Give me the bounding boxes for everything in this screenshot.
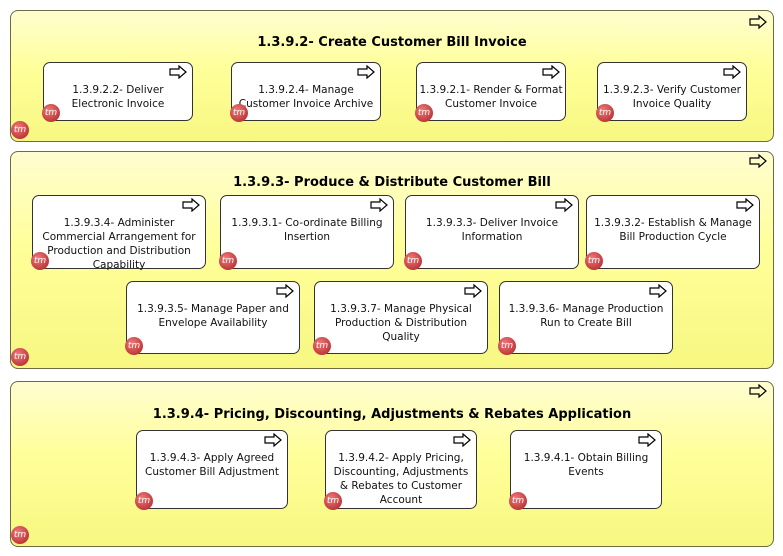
process-label: 1.3.9.4.2- Apply Pricing, Discounting, A…	[333, 452, 469, 506]
tm-badge-icon: tm	[498, 337, 516, 355]
process-box[interactable]: 1.3.9.3.4- Administer Commercial Arrange…	[31, 195, 206, 271]
tm-badge-icon: tm	[596, 104, 614, 122]
process-arrow-icon	[555, 198, 573, 212]
process-arrow-icon	[638, 433, 656, 447]
process-arrow-icon	[370, 198, 388, 212]
process-arrow-icon	[276, 284, 294, 298]
process-box[interactable]: 1.3.9.2.2- Deliver Electronic Invoice tm	[42, 62, 193, 122]
tm-badge-icon: tm	[509, 492, 527, 510]
group-title: 1.3.9.3- Produce & Distribute Customer B…	[233, 175, 551, 190]
process-label: 1.3.9.3.4- Administer Commercial Arrange…	[42, 217, 196, 271]
process-label: 1.3.9.3.7- Manage Physical Production & …	[330, 303, 472, 343]
process-label: 1.3.9.4.3- Apply Agreed Customer Bill Ad…	[145, 452, 279, 478]
process-arrow-icon	[264, 433, 282, 447]
process-label: 1.3.9.3.3- Deliver Invoice Information	[425, 217, 559, 243]
process-arrow-icon	[736, 198, 754, 212]
process-box[interactable]: 1.3.9.3.3- Deliver Invoice Information t…	[404, 195, 579, 270]
process-box[interactable]: 1.3.9.2.1- Render & Format Customer Invo…	[415, 62, 566, 122]
process-box[interactable]: 1.3.9.3.1- Co-ordinate Billing Insertion…	[219, 195, 394, 270]
tm-badge-icon: tm	[135, 492, 153, 510]
tm-badge-icon: tm	[11, 348, 29, 366]
tm-badge-icon: tm	[415, 104, 433, 122]
tm-badge-icon: tm	[324, 492, 342, 510]
process-box[interactable]: 1.3.9.4.3- Apply Agreed Customer Bill Ad…	[135, 430, 288, 510]
process-arrow-icon	[464, 284, 482, 298]
process-arrow-icon	[749, 384, 767, 398]
tm-badge-icon: tm	[404, 252, 422, 270]
tm-badge-icon: tm	[585, 252, 603, 270]
group-title: 1.3.9.2- Create Customer Bill Invoice	[257, 35, 527, 50]
process-label: 1.3.9.2.4- Manage Customer Invoice Archi…	[238, 84, 374, 110]
process-arrow-icon	[453, 433, 471, 447]
process-arrow-icon	[749, 15, 767, 29]
group-produce-distribute-customer-bill[interactable]: 1.3.9.3- Produce & Distribute Customer B…	[10, 151, 774, 369]
group-title: 1.3.9.4- Pricing, Discounting, Adjustmen…	[152, 407, 632, 422]
group-pricing-discounting-adjustments-rebates[interactable]: 1.3.9.4- Pricing, Discounting, Adjustmen…	[10, 381, 774, 547]
process-label: 1.3.9.3.5- Manage Paper and Envelope Ava…	[137, 303, 289, 329]
process-box[interactable]: 1.3.9.2.4- Manage Customer Invoice Archi…	[230, 62, 381, 122]
tm-badge-icon: tm	[313, 337, 331, 355]
process-label: 1.3.9.3.6- Manage Production Run to Crea…	[508, 303, 664, 329]
process-arrow-icon	[723, 65, 741, 79]
process-label: 1.3.9.3.1- Co-ordinate Billing Insertion	[231, 217, 383, 243]
process-box[interactable]: 1.3.9.3.2- Establish & Manage Bill Produ…	[585, 195, 760, 270]
tm-badge-icon: tm	[230, 104, 248, 122]
tm-badge-icon: tm	[11, 121, 29, 139]
process-arrow-icon	[749, 154, 767, 168]
process-arrow-icon	[182, 198, 200, 212]
process-label: 1.3.9.2.1- Render & Format Customer Invo…	[419, 84, 563, 110]
process-arrow-icon	[542, 65, 560, 79]
process-label: 1.3.9.3.2- Establish & Manage Bill Produ…	[594, 217, 752, 243]
process-box[interactable]: 1.3.9.3.7- Manage Physical Production & …	[313, 281, 488, 355]
process-label: 1.3.9.4.1- Obtain Billing Events	[523, 452, 649, 478]
process-arrow-icon	[649, 284, 667, 298]
process-arrow-icon	[169, 65, 187, 79]
tm-badge-icon: tm	[125, 337, 143, 355]
group-create-customer-bill-invoice[interactable]: 1.3.9.2- Create Customer Bill Invoice 1.…	[10, 10, 774, 142]
process-box[interactable]: 1.3.9.3.6- Manage Production Run to Crea…	[498, 281, 673, 355]
process-box[interactable]: 1.3.9.4.2- Apply Pricing, Discounting, A…	[324, 430, 477, 510]
process-box[interactable]: 1.3.9.4.1- Obtain Billing Events tm	[509, 430, 662, 510]
process-arrow-icon	[357, 65, 375, 79]
tm-badge-icon: tm	[42, 104, 60, 122]
process-label: 1.3.9.2.2- Deliver Electronic Invoice	[71, 84, 165, 110]
tm-badge-icon: tm	[219, 252, 237, 270]
process-box[interactable]: 1.3.9.2.3- Verify Customer Invoice Quali…	[596, 62, 747, 122]
tm-badge-icon: tm	[11, 526, 29, 544]
process-label: 1.3.9.2.3- Verify Customer Invoice Quali…	[602, 84, 741, 110]
process-box[interactable]: 1.3.9.3.5- Manage Paper and Envelope Ava…	[125, 281, 300, 355]
tm-badge-icon: tm	[31, 252, 49, 270]
